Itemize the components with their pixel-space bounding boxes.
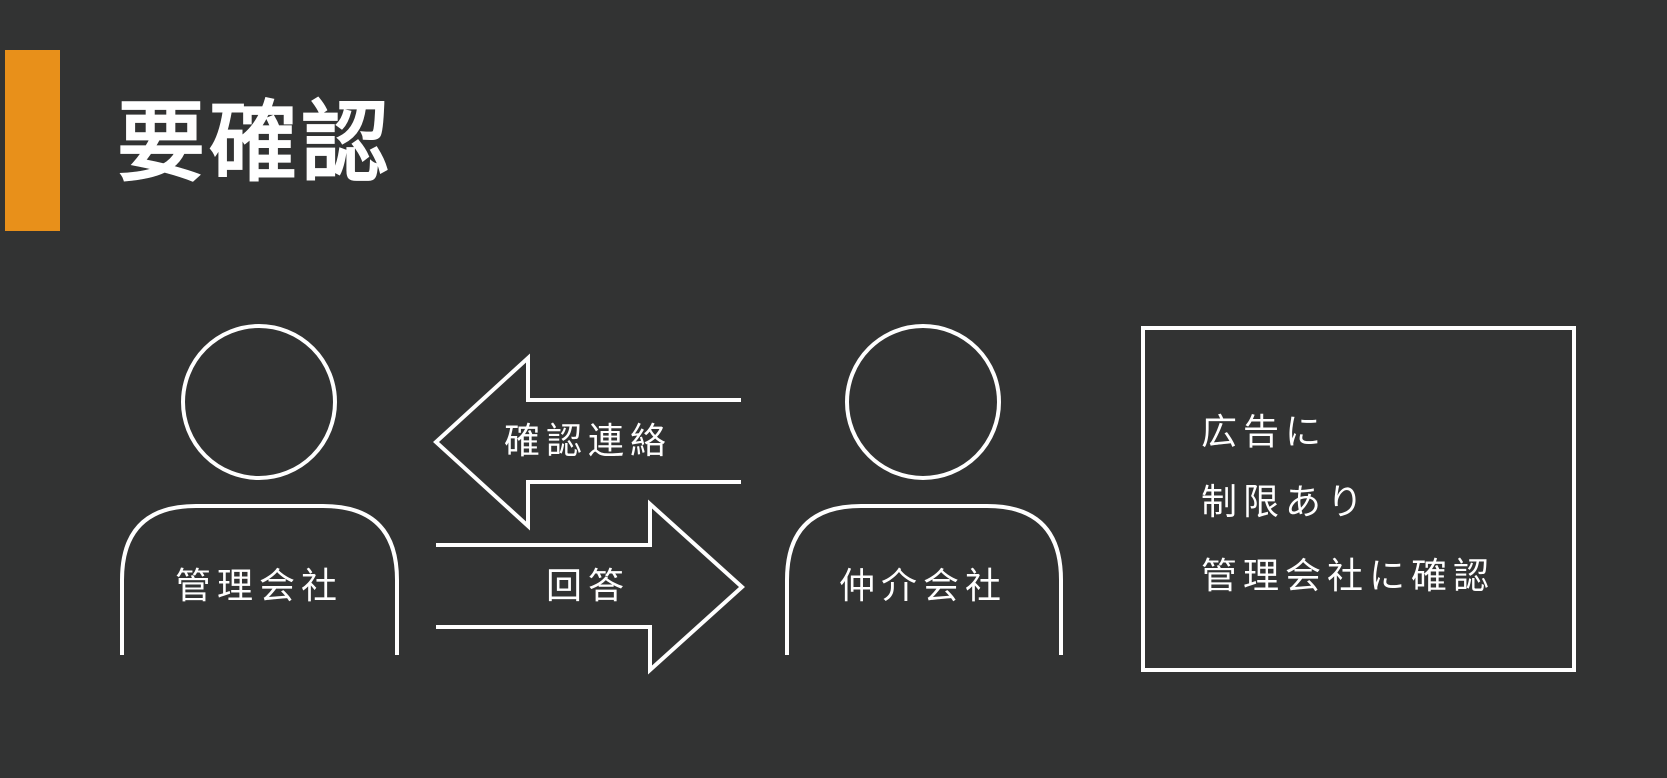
note-line: 制限あり — [1201, 482, 1370, 523]
left-actor-label: 管理会社 — [174, 566, 344, 607]
arrow-right-label: 回答 — [545, 566, 631, 607]
note-line: 管理会社に確認 — [1201, 556, 1496, 597]
note-box — [1141, 326, 1576, 672]
arrow-left-label: 確認連絡 — [503, 421, 673, 462]
right-person-icon — [785, 324, 1063, 655]
arrow-left-icon — [433, 353, 741, 531]
note-line: 広告に — [1201, 412, 1328, 453]
arrow-right-icon — [436, 499, 745, 675]
left-person-icon — [120, 324, 399, 655]
page-title: 要確認 — [117, 91, 394, 194]
right-actor-label: 仲介会社 — [838, 566, 1008, 607]
title-accent-bar — [5, 50, 60, 231]
